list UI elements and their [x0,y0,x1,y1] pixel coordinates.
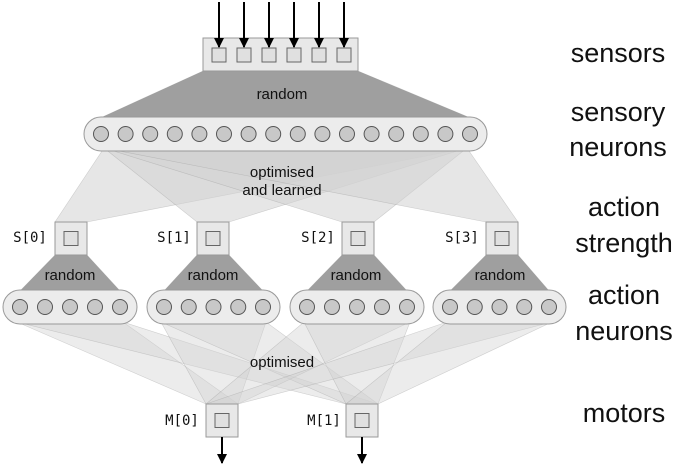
sensor-box [202,37,359,72]
optimised-learned-label-1: optimised [250,164,314,181]
action-neuron [255,299,271,315]
side-label-action-strength-1: action [588,192,660,222]
side-label-motors: motors [583,398,666,428]
action-neuron [12,299,28,315]
sensory-neuron [437,126,454,142]
sensor-cell [261,47,277,63]
sensory-neuron [339,126,355,142]
action-neuron [156,299,172,315]
sensory-neuron [314,126,331,142]
action-neuron [230,299,247,315]
action-random-label-1: random [188,267,239,284]
strength-cell-1 [205,231,221,246]
action-neuron [516,299,533,315]
sensory-neuron [240,126,257,142]
action-neuron [112,299,128,315]
strength-label-0: S[0] [13,230,47,246]
strength-cell-2 [350,231,366,246]
action-neuron [399,299,415,315]
sensor-cell [336,47,352,63]
sensor-cell [286,47,302,63]
sensory-neuron [166,126,183,142]
sensory-neuron [388,126,405,142]
sensor-cell [236,47,252,63]
sensory-neuron [265,126,282,142]
strength-label-2: S[2] [301,230,335,246]
connection-fans [16,70,553,405]
action-random-label-0: random [45,267,96,284]
sensory-neuron [462,126,478,142]
action-neuron [442,299,458,315]
motor-cell-0 [214,413,230,428]
sensor-cell [311,47,327,63]
strength-box-2 [341,221,375,256]
sensory-neuron [289,126,306,142]
motor-label-0: M[0] [165,413,199,429]
action-neuron [541,299,557,315]
action-neuron [491,299,508,315]
side-label-sensory-1: sensory [571,97,666,127]
optimised-learned-label-2: and learned [242,182,321,199]
action-neuron [180,299,197,315]
strength-cell-0 [63,231,79,246]
top-random-label: random [257,86,308,103]
bottom-optimised-label: optimised [250,354,314,371]
side-label-sensory-2: neurons [569,132,667,162]
action-neuron [37,299,53,315]
action-neuron [62,299,78,315]
sensory-neuron [117,126,134,142]
motor-box-1 [345,403,379,438]
action-random-label-3: random [475,267,526,284]
action-neuron [205,299,222,315]
strength-cell-3 [494,231,510,246]
sensory-neuron [191,126,208,142]
side-label-action-neurons-1: action [588,280,660,310]
action-neuron [299,299,315,315]
strength-label-1: S[1] [157,230,191,246]
sensory-neuron [216,126,232,142]
arrows [214,2,367,464]
action-neuron [466,299,483,315]
side-label-action-strength-2: strength [575,228,673,258]
motor-cell-1 [354,413,370,428]
action-random-label-2: random [331,267,382,284]
action-neuron [374,299,390,315]
sensory-neurons-bar [83,116,488,152]
sensory-neuron [93,126,109,142]
sensory-neuron [363,126,380,142]
action-neuron [349,299,365,315]
node-shapes [2,37,567,438]
action-neuron [324,299,340,315]
side-label-sensors: sensors [571,38,666,68]
action-neuron [87,299,103,315]
sensory-neuron [142,126,159,142]
strength-label-3: S[3] [445,230,479,246]
motor-label-1: M[1] [307,413,341,429]
sensory-neuron [412,126,429,142]
side-label-action-neurons-2: neurons [575,316,673,346]
sensor-cell [211,47,227,63]
